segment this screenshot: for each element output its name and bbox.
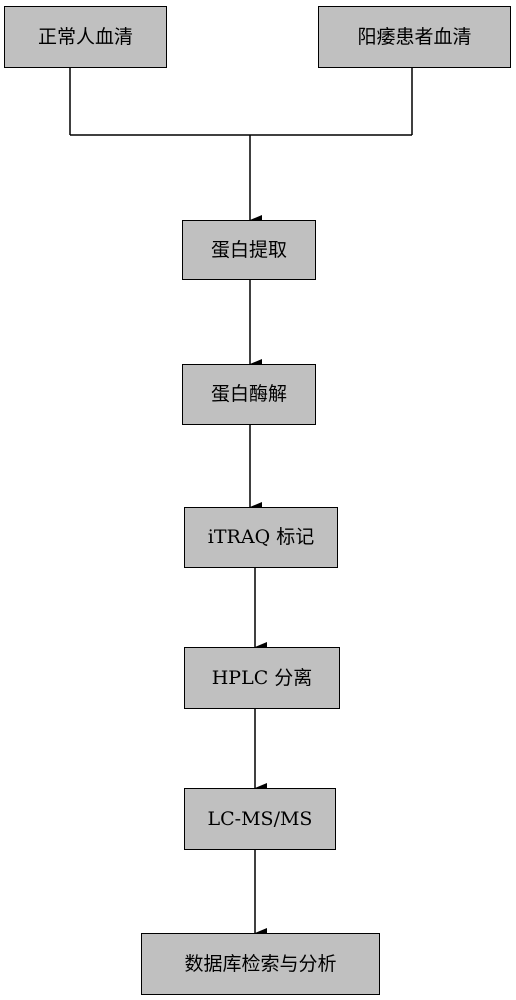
node-hplc-separation-label: HPLC 分离 (211, 666, 313, 689)
node-protein-digestion: 蛋白酶解 (182, 364, 316, 425)
node-normal-serum: 正常人血清 (4, 6, 167, 68)
node-lc-ms-ms: LC-MS/MS (184, 788, 336, 850)
node-ed-serum: 阳痿患者血清 (318, 6, 511, 68)
node-itraq-labeling-label: iTRAQ 标记 (207, 526, 315, 548)
node-hplc-separation: HPLC 分离 (184, 647, 340, 709)
node-database-search: 数据库检索与分析 (141, 933, 380, 995)
node-protein-digestion-label: 蛋白酶解 (210, 383, 287, 405)
node-database-search-label: 数据库检索与分析 (184, 952, 337, 975)
node-lc-ms-ms-label: LC-MS/MS (207, 807, 313, 830)
node-ed-serum-label: 阳痿患者血清 (357, 25, 472, 48)
node-protein-extraction-label: 蛋白提取 (210, 238, 287, 261)
node-protein-extraction: 蛋白提取 (182, 220, 316, 280)
node-normal-serum-label: 正常人血清 (37, 25, 133, 48)
node-itraq-labeling: iTRAQ 标记 (184, 507, 338, 568)
